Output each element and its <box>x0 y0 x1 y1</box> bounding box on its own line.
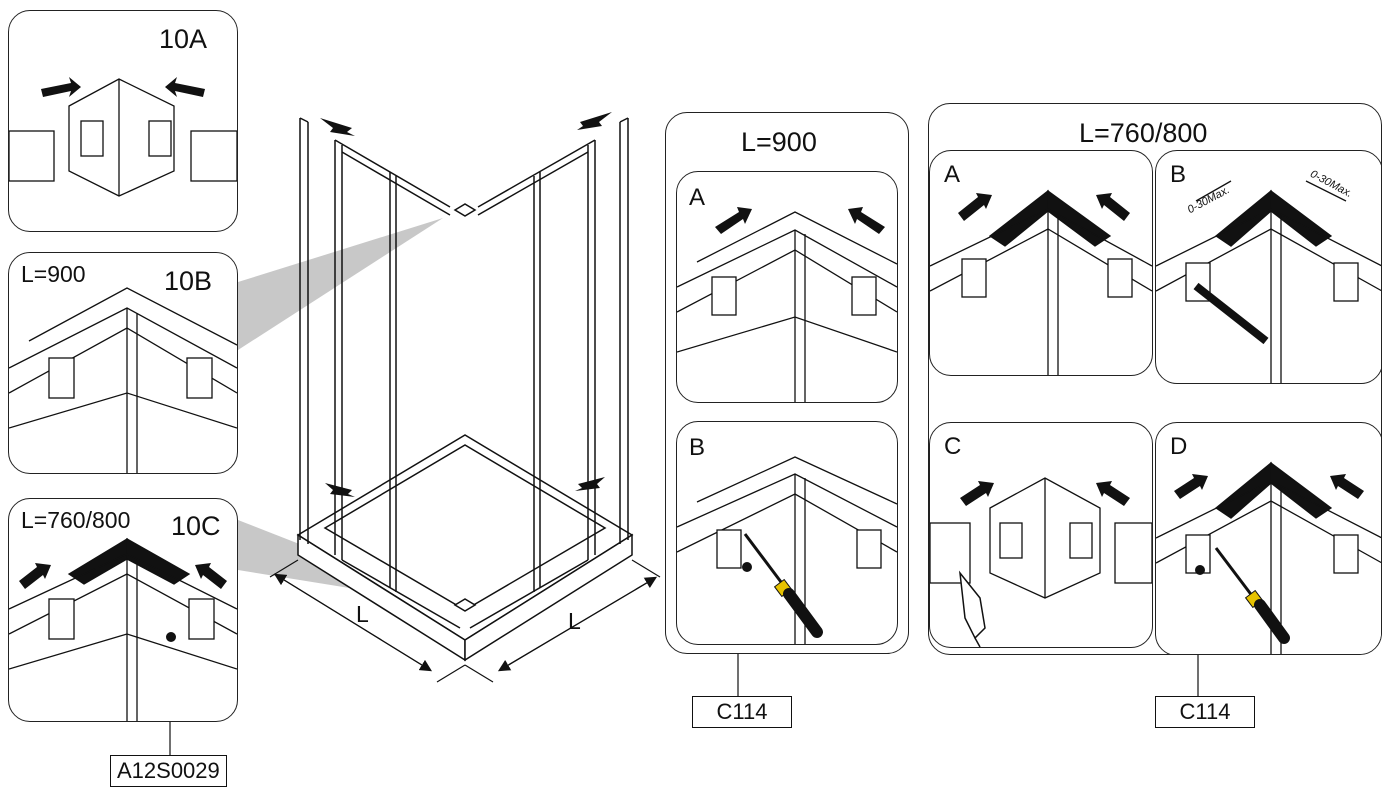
panel-l760-step-d: D <box>1155 422 1381 654</box>
step-letter-l760-a: A <box>944 161 961 188</box>
screwdriver-icon <box>1214 547 1290 644</box>
group-title-l900: L=900 <box>741 127 817 157</box>
step-letter-l760-b: B <box>1170 161 1187 188</box>
step-label-10b: 10B <box>164 266 213 296</box>
detail-drawing-10b <box>9 287 237 473</box>
panel-l760-step-c: C <box>929 422 1153 648</box>
dimension-label-10c: L=760/800 <box>21 507 131 533</box>
detail-drawing-10c <box>9 537 237 721</box>
step-letter-l900-a: A <box>689 184 706 211</box>
shower-enclosure <box>296 117 634 662</box>
dimension-label-left: L <box>356 601 369 627</box>
callout-wedge-10b <box>238 218 443 350</box>
part-callout-c114-l900: C114 <box>692 696 792 728</box>
panel-step-10c: L=760/800 10C <box>8 498 238 722</box>
step-letter-l760-d: D <box>1170 433 1188 460</box>
detail-drawing-l760-d <box>1156 461 1381 654</box>
part-callout-a12s0029: A12S0029 <box>110 755 227 787</box>
step-letter-l900-b: B <box>689 434 706 461</box>
dimension-lines <box>269 559 661 683</box>
step-label-10a: 10A <box>159 24 208 54</box>
panel-step-10b: L=900 10B <box>8 252 238 474</box>
panel-group-l760-800: L=760/800 A <box>928 103 1382 655</box>
screwdriver-icon <box>743 533 823 638</box>
detail-drawing-l760-c <box>930 477 1152 647</box>
dimension-label-10b: L=900 <box>21 261 86 287</box>
panel-l900-step-a: A <box>676 171 898 403</box>
detail-drawing-l900-a <box>677 207 897 402</box>
detail-drawing-l760-b <box>1156 180 1381 383</box>
drill-icon <box>958 570 986 647</box>
enclosure-arrows <box>320 112 612 497</box>
group-title-l760-800: L=760/800 <box>1079 118 1208 148</box>
panel-group-l900: L=900 A <box>665 112 909 654</box>
panel-l900-step-b: B <box>676 421 898 645</box>
step-label-10c: 10C <box>171 511 221 541</box>
part-callout-c114-l760: C114 <box>1155 696 1255 728</box>
panel-step-10a: 10A <box>8 10 238 232</box>
panel-l760-step-b: B 0-30Max. 0-30Max. <box>1155 150 1381 384</box>
dimension-label-right: L <box>568 608 581 634</box>
step-letter-l760-c: C <box>944 433 962 460</box>
detail-drawing-l900-b <box>677 456 897 644</box>
detail-drawing-l760-a <box>930 189 1152 375</box>
panel-l760-step-a: A <box>929 150 1153 376</box>
detail-drawing-10a <box>9 77 237 197</box>
